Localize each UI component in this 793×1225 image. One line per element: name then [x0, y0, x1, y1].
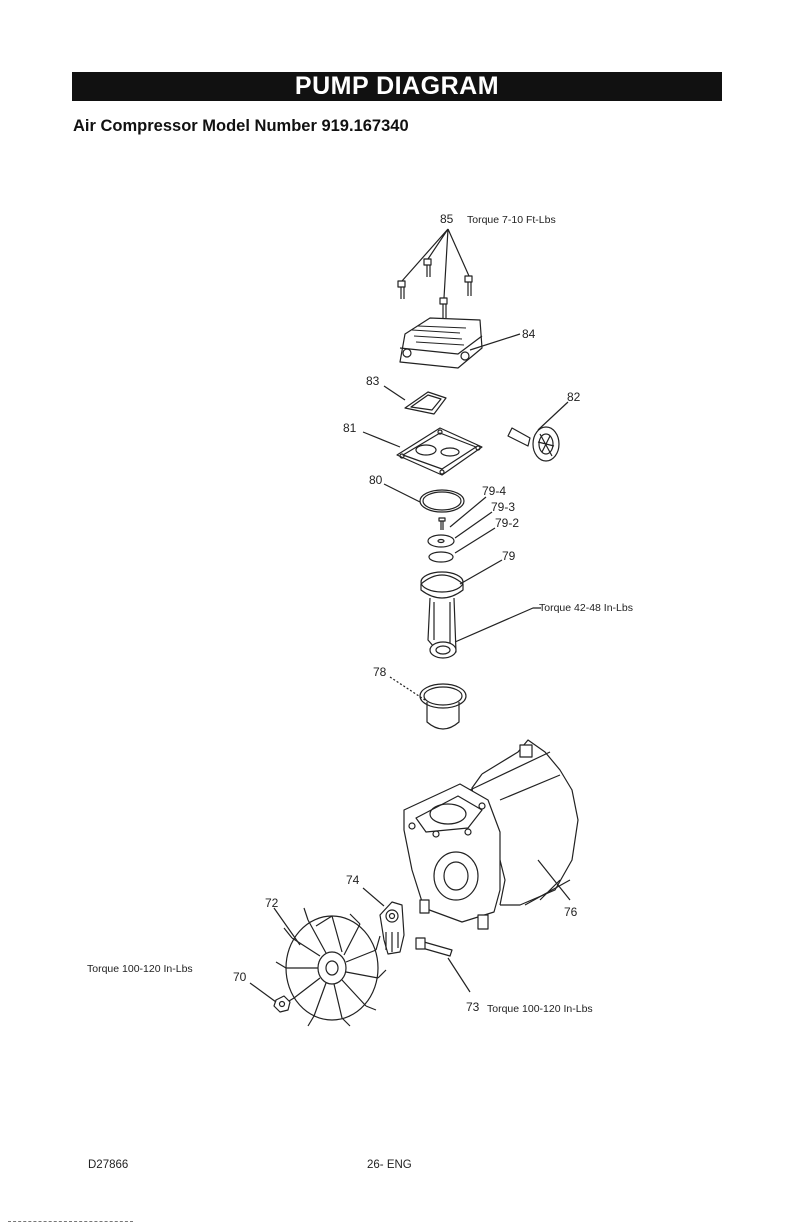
part-label-72: 72	[265, 896, 279, 910]
cylinder-head-bolts	[398, 229, 472, 318]
connecting-rod-piston	[421, 560, 541, 658]
page-number: 26- ENG	[367, 1159, 412, 1171]
part-label-79-4: 79-4	[482, 484, 506, 498]
part-label-83: 83	[366, 374, 380, 388]
torque-label-rod: Torque 42-48 In-Lbs	[539, 602, 633, 614]
part-label-76: 76	[564, 905, 578, 919]
cylinder-sleeve	[390, 677, 466, 729]
fan-nut	[250, 983, 290, 1012]
part-label-74: 74	[346, 873, 360, 887]
o-ring	[384, 484, 464, 512]
unloader-valve	[508, 402, 568, 461]
part-label-78: 78	[373, 665, 387, 679]
part-label-85: 85	[440, 212, 454, 226]
torque-label-73: Torque 100-120 In-Lbs	[487, 1003, 593, 1015]
part-label-82: 82	[567, 390, 581, 404]
page-edge-dashes	[8, 1221, 133, 1223]
part-label-80: 80	[369, 473, 383, 487]
part-label-79-2: 79-2	[495, 516, 519, 530]
part-label-79: 79	[502, 549, 516, 563]
valve-plate	[363, 428, 482, 475]
cylinder-head	[400, 318, 520, 368]
part-label-70: 70	[233, 970, 247, 984]
part-label-81: 81	[343, 421, 357, 435]
torque-label-85: Torque 7-10 Ft-Lbs	[467, 214, 556, 226]
head-gasket	[384, 386, 446, 414]
document-code: D27866	[88, 1159, 128, 1171]
cooling-fan	[274, 908, 386, 1026]
fan-bolt	[416, 938, 470, 992]
part-label-73: 73	[466, 1000, 480, 1014]
motor-crankcase	[404, 740, 578, 929]
torque-label-70: Torque 100-120 In-Lbs	[87, 963, 193, 975]
part-label-79-3: 79-3	[491, 500, 515, 514]
part-label-84: 84	[522, 327, 536, 341]
